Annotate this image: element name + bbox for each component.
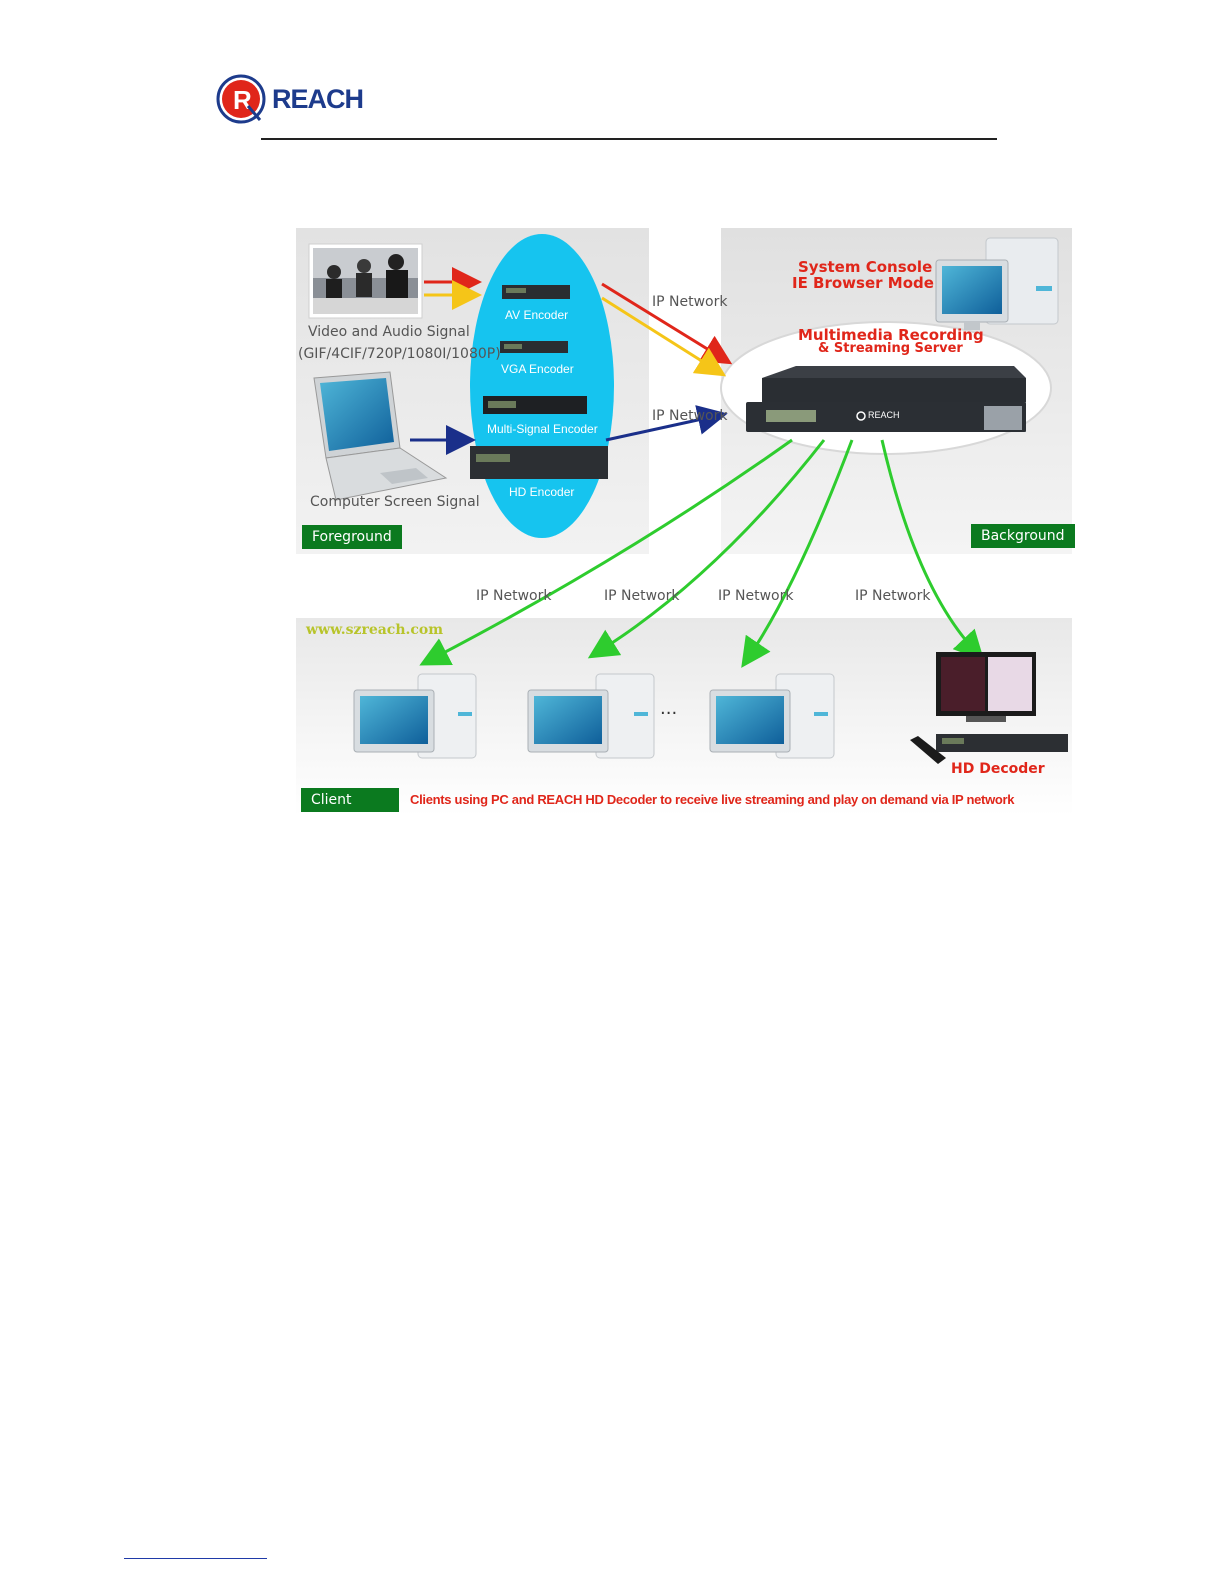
ip-network-label-top: IP Network [652,294,728,310]
encoder-label-multi: Multi-Signal Encoder [487,422,598,436]
footer-divider [124,1558,267,1559]
computer-signal-label: Computer Screen Signal [310,494,480,510]
website-label: www.szreach.com [306,622,444,638]
console-computer [935,237,1059,330]
foreground-tag: Foreground [302,525,402,549]
ip-network-label-client-3: IP Network [718,588,794,604]
svg-text:R: R [233,85,252,115]
server-device [746,366,1026,432]
encoder-label-av: AV Encoder [505,308,569,322]
client-pc-3 [709,673,835,759]
more-clients-ellipsis: ... [660,698,678,719]
console-title-line2: IE Browser Mode [792,274,934,292]
laptop [313,371,448,501]
client-pc-2 [527,673,655,759]
hd-decoder-label: HD Decoder [951,761,1045,777]
client-pc-1 [353,673,477,759]
conference-photo [308,243,423,319]
server-title-line1: Multimedia Recording [798,326,984,344]
encoder-label-vga: VGA Encoder [501,362,574,376]
logo-wordmark: REACH [272,84,364,114]
console-title-line1: System Console [798,258,933,276]
client-caption: Clients using PC and REACH HD Decoder to… [410,792,1015,807]
system-diagram: Video and Audio Signal (GIF/4CIF/720P/10… [296,228,1075,816]
server-brand: REACH [868,410,900,420]
background-tag: Background [971,524,1075,548]
ip-network-label-client-2: IP Network [604,588,680,604]
reach-logo: R REACH [216,74,386,124]
video-signal-label: Video and Audio Signal [308,324,470,340]
ip-network-label-client-4: IP Network [855,588,931,604]
client-tag: Client [301,788,399,812]
reach-logo-icon: R [216,74,266,124]
video-formats-label: (GIF/4CIF/720P/1080I/1080P) [298,346,501,362]
encoder-label-hd: HD Encoder [509,485,575,499]
header-divider [261,138,997,140]
diagram-graphics [296,228,1072,816]
hd-decoder-set [910,652,1068,764]
encoder-devices [470,285,608,479]
ip-network-label-client-1: IP Network [476,588,552,604]
server-title-line2: & Streaming Server [818,341,963,356]
ip-network-label-middle: IP Network [652,408,728,424]
